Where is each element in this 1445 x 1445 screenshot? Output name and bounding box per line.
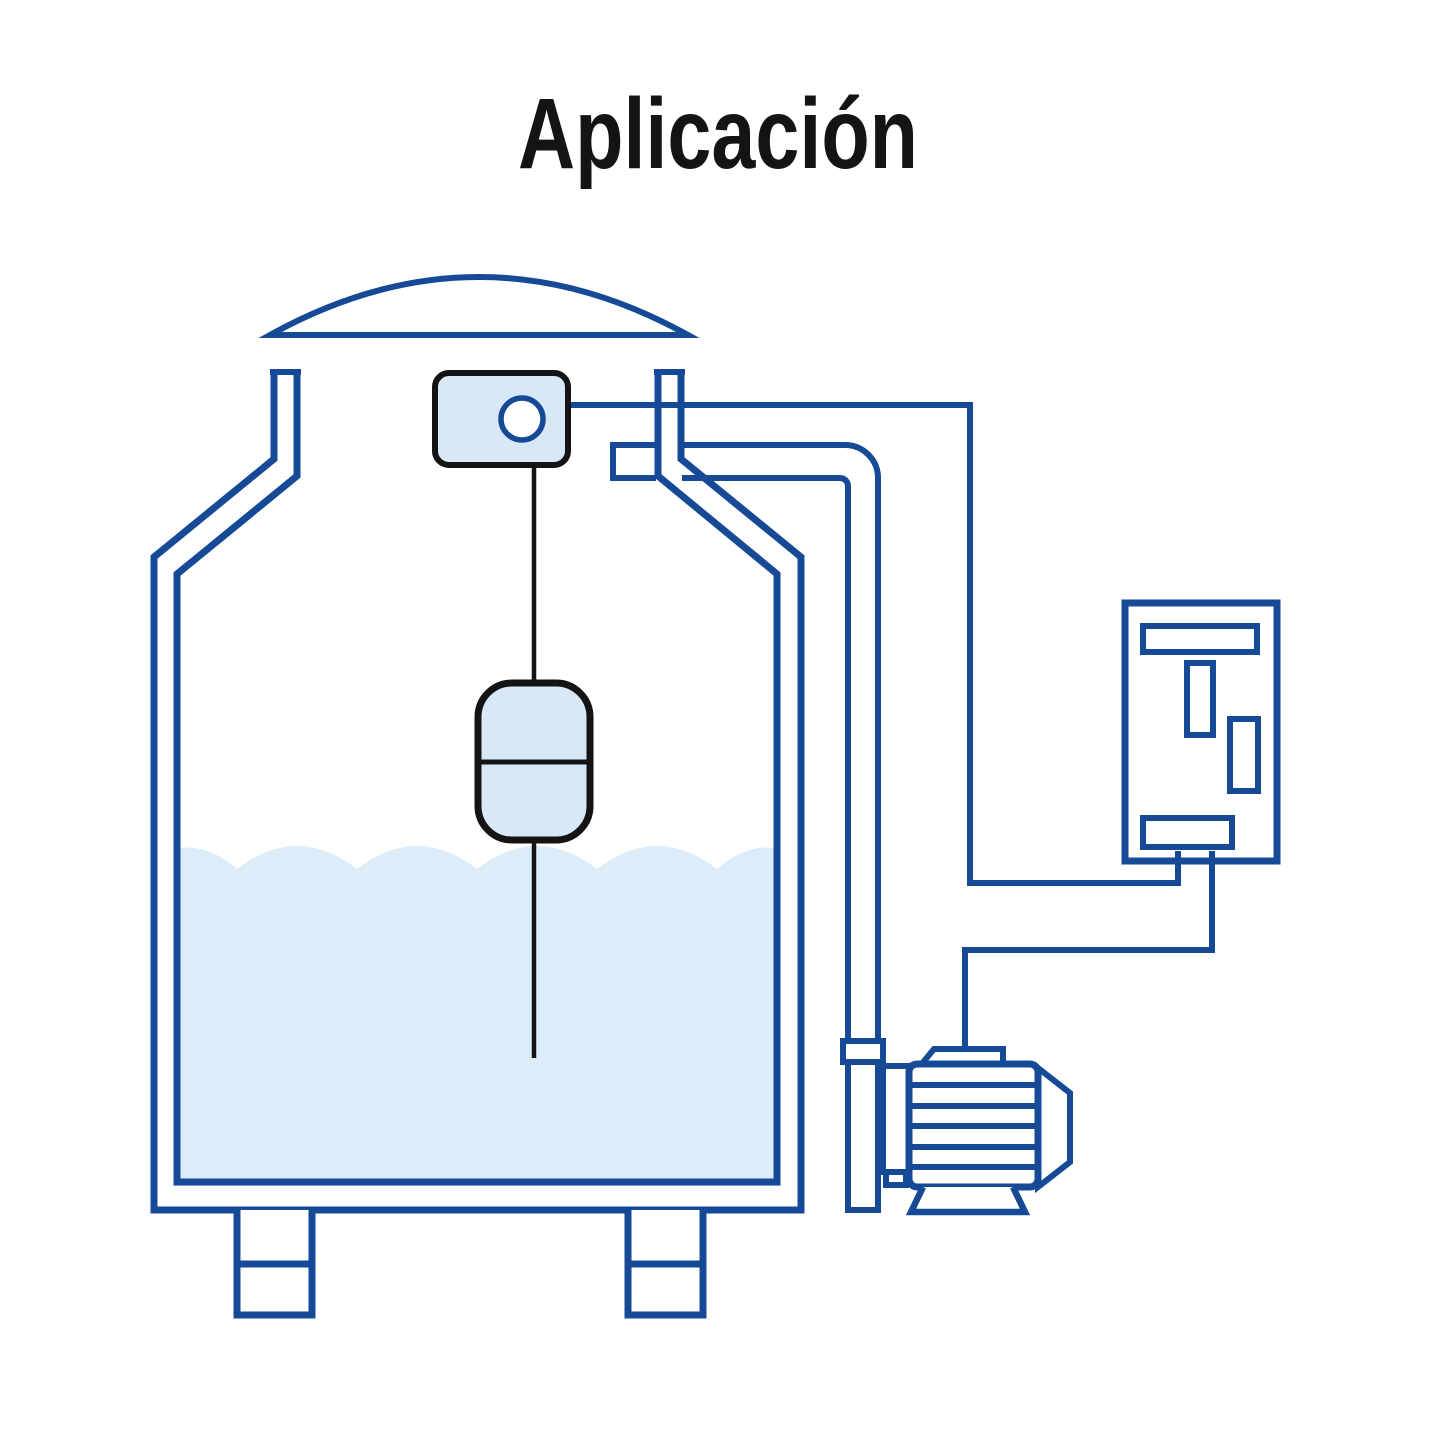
pump (840, 1038, 1073, 1216)
tank-outer-wall (150, 372, 805, 1214)
tank-inner-wall (173, 372, 781, 1186)
float-switch-box (432, 370, 571, 468)
panel-slot-right (1227, 716, 1261, 794)
panel-bottom-plate (1140, 815, 1235, 850)
pump-power-cable (962, 851, 1215, 1056)
tank-lid (258, 274, 700, 338)
pump-casing-nub (883, 1169, 909, 1188)
pump-end-bell (1035, 1061, 1073, 1194)
pump-base (905, 1185, 1031, 1216)
pump-motor-fins (909, 1082, 1038, 1170)
water (174, 846, 780, 1186)
fill-pipe-body (610, 442, 881, 1213)
water-tank (150, 369, 805, 1319)
float (474, 679, 594, 844)
page-title: Aplicación (518, 78, 918, 190)
float-switch-cable (568, 402, 1181, 886)
switch-box-window (498, 395, 546, 443)
pipe-coupling (840, 1038, 886, 1065)
panel-top-plate (1140, 623, 1260, 655)
pump-casing (880, 1063, 912, 1175)
control-panel-internals (1140, 623, 1261, 850)
panel-slot-left (1184, 660, 1216, 738)
